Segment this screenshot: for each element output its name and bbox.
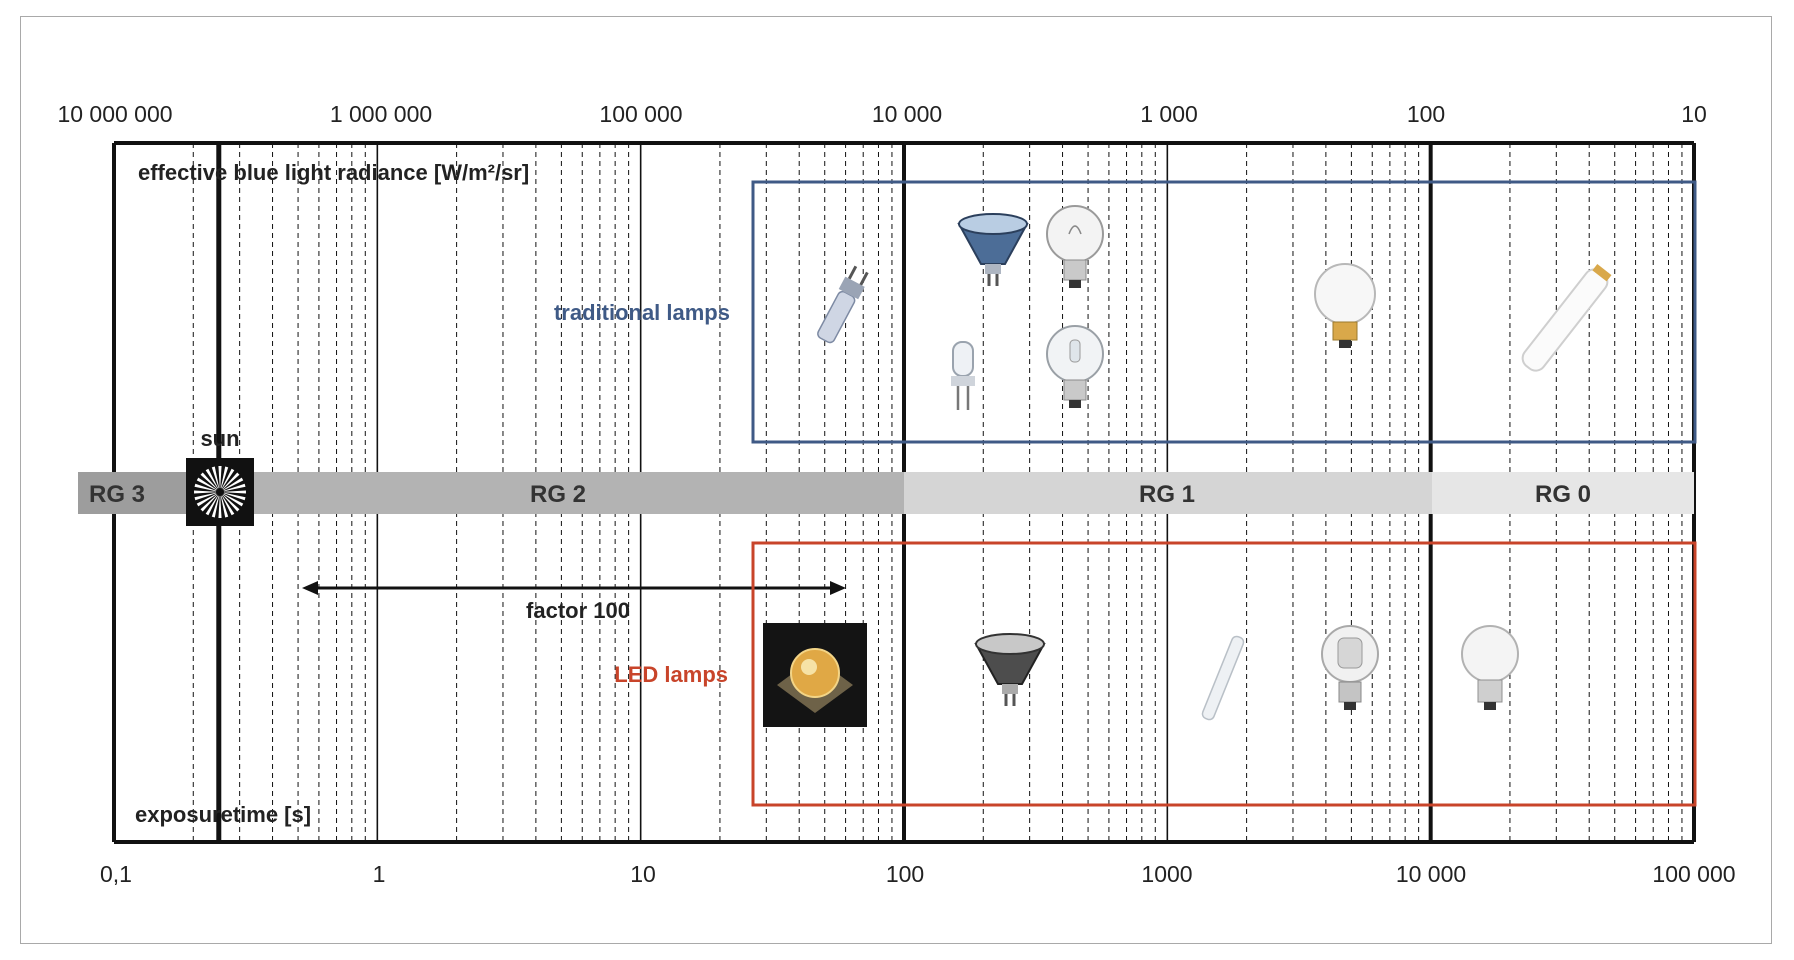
sun-ray [223, 477, 244, 491]
risk-group-band: RG 3 RG 2 RG 1 RG 0 [78, 472, 1694, 514]
top-tick: 10 000 [872, 101, 942, 127]
bottom-axis-label: exposuretime [s] [135, 802, 311, 827]
sun-ray [218, 495, 222, 518]
rg3-label: RG 3 [89, 481, 145, 508]
sun-ray [200, 494, 218, 512]
sun-ray [221, 468, 235, 489]
rg1-band [904, 472, 1432, 514]
top-tick: 1 000 000 [330, 101, 432, 127]
traditional-lamps-box [751, 180, 1697, 444]
rg0-band [1432, 472, 1694, 514]
led-lamps-box [751, 541, 1697, 807]
sun-ray [194, 483, 217, 492]
sun-ray [194, 490, 217, 494]
factor-label: factor 100 [526, 598, 630, 623]
sun-ray [220, 495, 229, 518]
sun-ray [194, 492, 217, 501]
frosted-bulb-icon [1314, 263, 1376, 348]
reflector-lamp-icon [957, 213, 1029, 286]
sun-ray [223, 490, 246, 494]
rg3-band [78, 472, 186, 514]
led-chip-icon [763, 623, 867, 727]
traditional-lamps-group: traditional lamps [554, 180, 1697, 444]
halogen-pin-icon [951, 341, 975, 410]
sun-ray [218, 466, 222, 489]
sun-ray [196, 493, 217, 507]
bottom-tick: 10 [630, 861, 656, 887]
rg1-label: RG 1 [1139, 481, 1195, 508]
led-tube-icon [1201, 635, 1245, 721]
factor-arrow: factor 100 [302, 581, 846, 623]
top-tick: 1 000 [1140, 101, 1198, 127]
sun-ray [222, 472, 240, 490]
bottom-tick: 1 [373, 861, 386, 887]
sun-ray [205, 495, 219, 516]
rg0-label: RG 0 [1535, 481, 1591, 508]
top-tick: 10 000 000 [57, 101, 172, 127]
bottom-tick: 0,1 [100, 861, 132, 887]
lamp-icons [763, 205, 1612, 727]
led-lamps-label: LED lamps [614, 662, 728, 687]
fluorescent-tube-icon [1521, 264, 1612, 372]
sun-ray [220, 466, 229, 489]
sun-ray [196, 477, 217, 491]
top-tick: 100 000 [599, 101, 682, 127]
led-lamps-group: LED lamps [614, 541, 1697, 807]
top-axis-label: effective blue light radiance [W/m²/sr] [138, 160, 529, 185]
factor-arrowhead-left [302, 581, 318, 595]
top-axis-ticks: 10 000 000 1 000 000 100 000 10 000 1 00… [57, 101, 1706, 127]
sun-ray [200, 472, 218, 490]
rg2-band [186, 472, 904, 514]
bottom-tick: 100 000 [1652, 861, 1735, 887]
led-corn-bulb-icon [1321, 625, 1379, 710]
bottom-axis-ticks: 0,1 1 10 100 1000 10 000 100 000 [100, 861, 1736, 887]
bottom-tick: 10 000 [1396, 861, 1466, 887]
sun-ray [223, 492, 246, 501]
sun-ray [221, 495, 235, 516]
sun-ray [223, 493, 244, 507]
bottom-tick: 100 [886, 861, 924, 887]
clear-bulb-icon [1046, 205, 1104, 288]
top-tick: 10 [1681, 101, 1707, 127]
sun-ray [223, 483, 246, 492]
traditional-lamps-label: traditional lamps [554, 300, 730, 325]
led-reflector-icon [974, 633, 1046, 706]
factor-arrowhead-right [830, 581, 846, 595]
sun-marker: sun [186, 426, 254, 526]
top-tick: 100 [1407, 101, 1445, 127]
halogen-bulb-icon [1046, 325, 1104, 408]
sun-ray [211, 495, 220, 518]
rg2-label: RG 2 [530, 481, 586, 508]
chart-frame [20, 16, 1772, 944]
sun-ray [211, 466, 220, 489]
sun-icon [194, 466, 246, 518]
sun-ray [205, 468, 219, 489]
halogen-capsule-icon [817, 265, 869, 344]
led-classic-bulb-icon [1461, 625, 1519, 710]
sun-label: sun [200, 426, 239, 451]
bottom-tick: 1000 [1141, 861, 1192, 887]
sun-ray [222, 494, 240, 512]
